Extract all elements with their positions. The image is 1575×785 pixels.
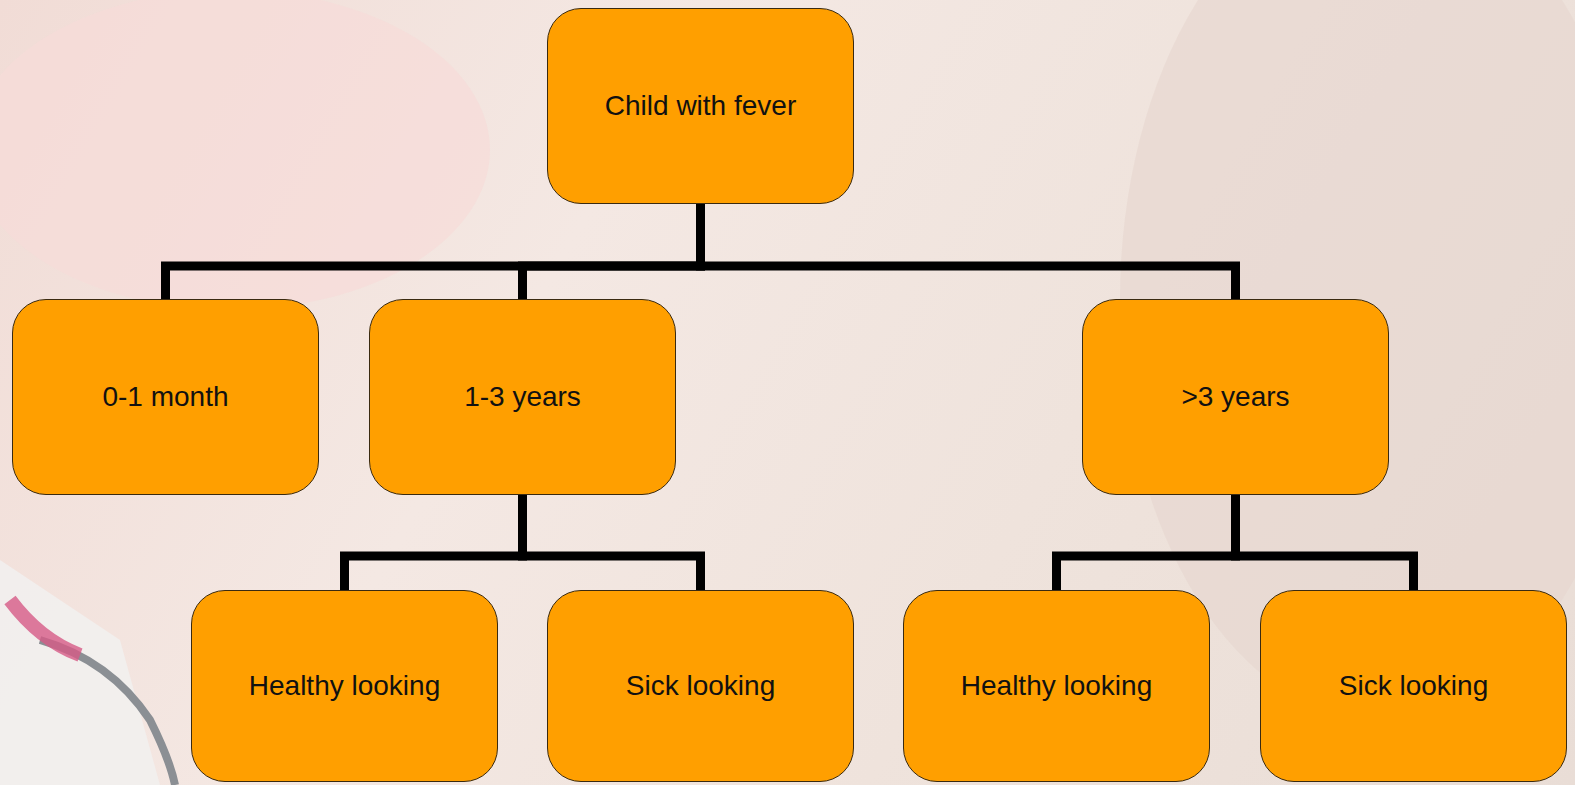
node-label: Healthy looking [961,670,1152,702]
category-box: Healthy looking [903,590,1210,782]
node-label: 1-3 years [464,381,581,413]
category-box: >3 years [1082,299,1389,495]
doctor-coat [0,560,160,785]
root-box: Child with fever [547,8,854,204]
tree-connector [523,204,701,299]
node-label: Sick looking [1339,670,1488,702]
stethoscope [40,640,175,785]
category-box: Sick looking [547,590,854,782]
tree-connector [1236,495,1414,590]
tree-connector [523,495,701,590]
tree-connector [166,204,701,299]
category-box: 0-1 month [12,299,319,495]
category-box: 1-3 years [369,299,676,495]
node-label: Child with fever [605,90,796,122]
node-label: Sick looking [626,670,775,702]
tree-connector [1057,495,1236,590]
node-label: 0-1 month [102,381,228,413]
category-box: Sick looking [1260,590,1567,782]
node-label: Healthy looking [249,670,440,702]
doctor-shirt [10,600,80,655]
node-label: >3 years [1181,381,1289,413]
category-box: Healthy looking [191,590,498,782]
tree-connector [701,204,1236,299]
tree-connector [345,495,523,590]
